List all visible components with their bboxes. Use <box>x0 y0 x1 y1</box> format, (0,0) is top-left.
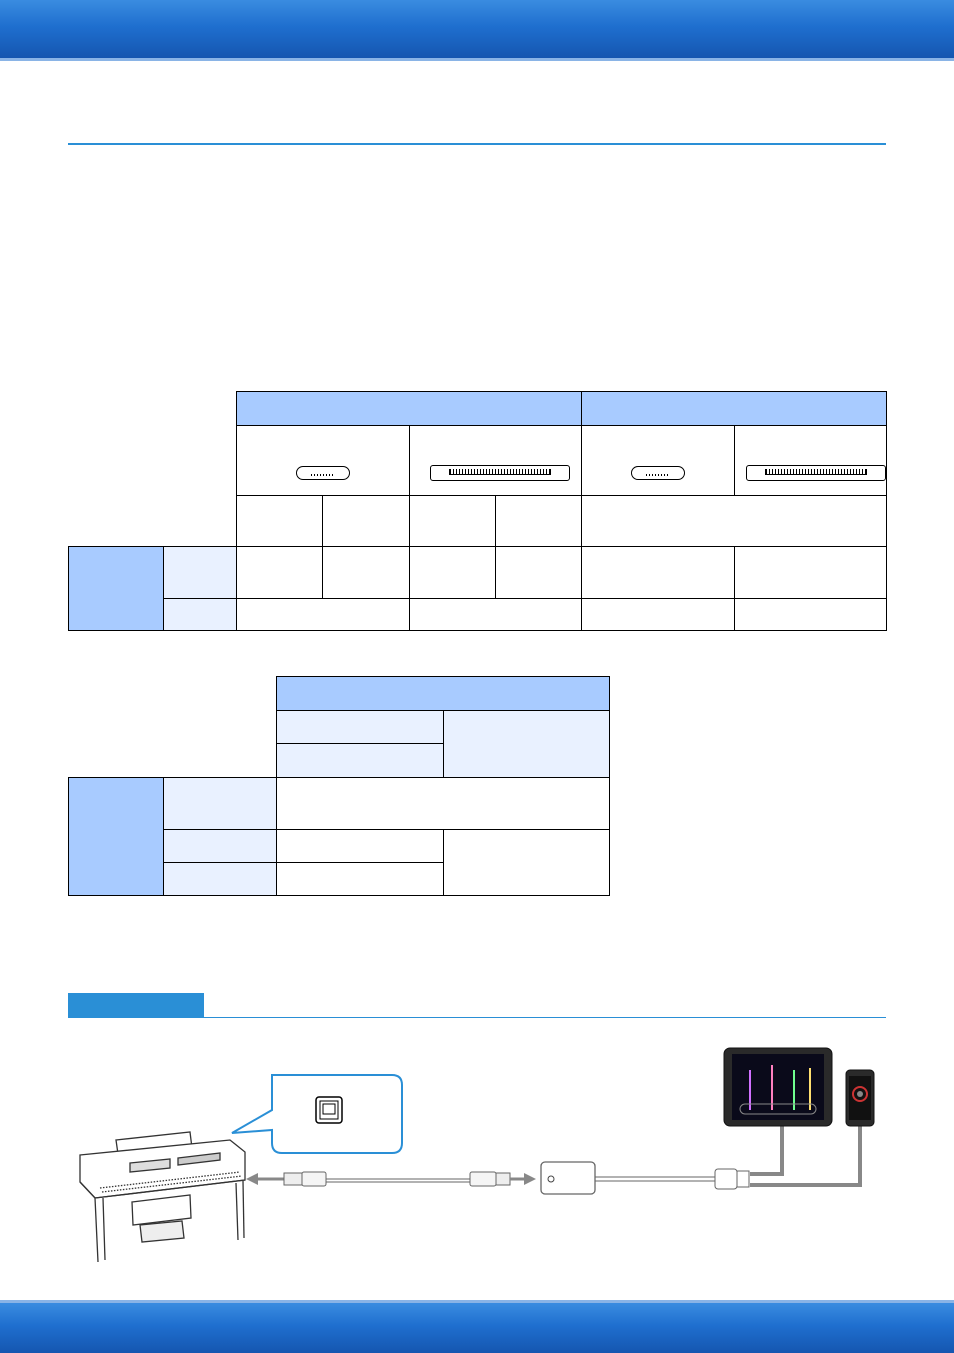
section-rule <box>68 1017 886 1018</box>
footer-band <box>0 1300 954 1353</box>
section-tab <box>68 993 204 1017</box>
usb-c-connector-icon <box>430 465 570 481</box>
usb-b-port-icon <box>316 1097 342 1123</box>
usb-adaptor-icon <box>541 1162 715 1194</box>
lightning-plug-icon <box>715 1169 749 1189</box>
usb-a-connector-icon <box>296 466 350 480</box>
table1-row-header <box>68 546 163 631</box>
usb-a-connector-icon <box>631 466 685 480</box>
usb-b-port-callout <box>232 1075 402 1153</box>
piano-icon <box>80 1132 245 1262</box>
table2-row-header <box>68 777 163 896</box>
table2-header-row <box>277 676 609 710</box>
tablet-icon <box>724 1048 832 1126</box>
header-band <box>0 0 954 61</box>
smartphone-icon <box>846 1070 874 1126</box>
table2-row-subheader <box>163 777 277 896</box>
table1-header-row <box>237 391 886 425</box>
usb-c-connector-icon <box>746 465 886 481</box>
usb-cable-icon <box>246 1172 536 1186</box>
table1-row-subheader <box>163 546 237 631</box>
title-rule <box>68 143 886 145</box>
connection-diagram <box>60 1040 900 1275</box>
